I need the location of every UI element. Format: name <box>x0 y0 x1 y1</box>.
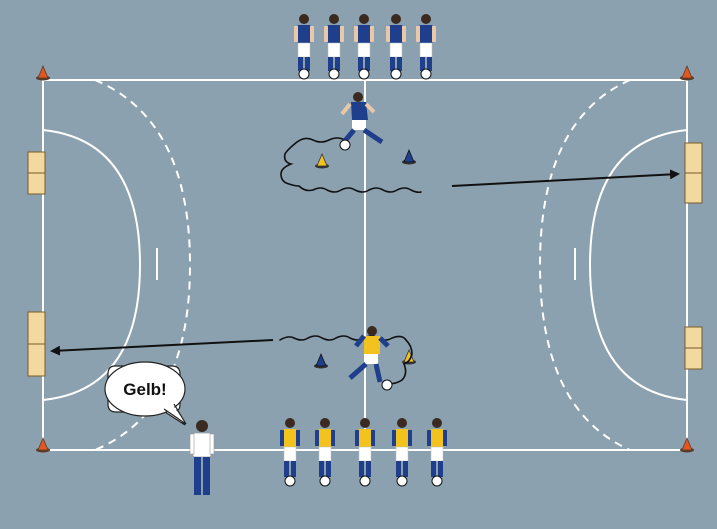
player-icon <box>427 418 447 487</box>
right-goal-area-line <box>588 129 688 401</box>
right-free-throw-line <box>538 79 631 451</box>
pass-arrow-left <box>50 339 274 356</box>
yellow-dribbling-player-icon <box>348 326 390 383</box>
speech-bubble-text: Gelb! <box>123 380 166 399</box>
blue-team-waiting <box>294 14 436 80</box>
player-icon <box>386 14 406 80</box>
slalom-cone-icon <box>314 148 416 369</box>
ball-icon <box>339 139 351 151</box>
player-icon <box>324 14 344 80</box>
player-icon <box>355 418 375 487</box>
player-icon <box>280 418 300 487</box>
player-icon <box>294 14 314 80</box>
speech-bubble-icon: Gelb! <box>104 361 187 426</box>
player-icon <box>354 14 374 80</box>
pass-arrow-right <box>451 169 680 187</box>
ball-icon <box>381 379 393 391</box>
blue-dribbling-player-icon <box>340 92 384 145</box>
left-goal-area-line <box>42 129 142 401</box>
player-icon <box>416 14 436 80</box>
coach-icon <box>189 420 215 495</box>
yellow-team-waiting <box>280 418 447 487</box>
goal-icon <box>27 142 703 377</box>
player-icon <box>392 418 412 487</box>
corner-cone-icon <box>36 64 694 453</box>
player-icon <box>315 418 335 487</box>
